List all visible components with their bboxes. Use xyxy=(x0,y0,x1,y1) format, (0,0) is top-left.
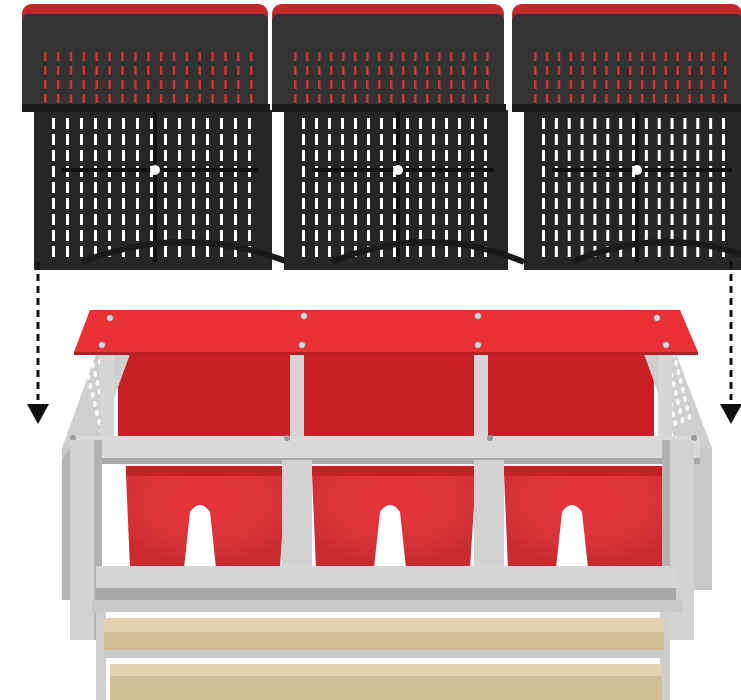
screw-icon xyxy=(475,342,481,348)
screw-icon xyxy=(654,315,660,321)
screw-icon xyxy=(299,342,305,348)
nest-compartments xyxy=(126,466,668,568)
screw-icon xyxy=(301,313,307,319)
nest-pad-tray xyxy=(512,4,741,270)
dashed-down-arrow-icon xyxy=(27,262,49,424)
nest-pad-tray xyxy=(272,4,524,270)
screw-icon xyxy=(663,342,669,348)
screw-icon xyxy=(99,342,105,348)
nest-pad-tray xyxy=(22,4,288,270)
wood-board-upper xyxy=(104,618,664,650)
wood-board-lower xyxy=(110,664,662,700)
red-roof-panel xyxy=(74,310,698,355)
nest-compartment xyxy=(504,466,668,568)
nest-compartment xyxy=(126,466,286,568)
dashed-down-arrow-icon xyxy=(720,262,741,424)
nest-pad-trays xyxy=(22,4,741,270)
screw-icon xyxy=(475,313,481,319)
screw-icon xyxy=(107,315,113,321)
nest-box-frame xyxy=(62,343,712,700)
nest-compartment xyxy=(312,466,476,568)
nest-back-wall xyxy=(118,350,654,440)
